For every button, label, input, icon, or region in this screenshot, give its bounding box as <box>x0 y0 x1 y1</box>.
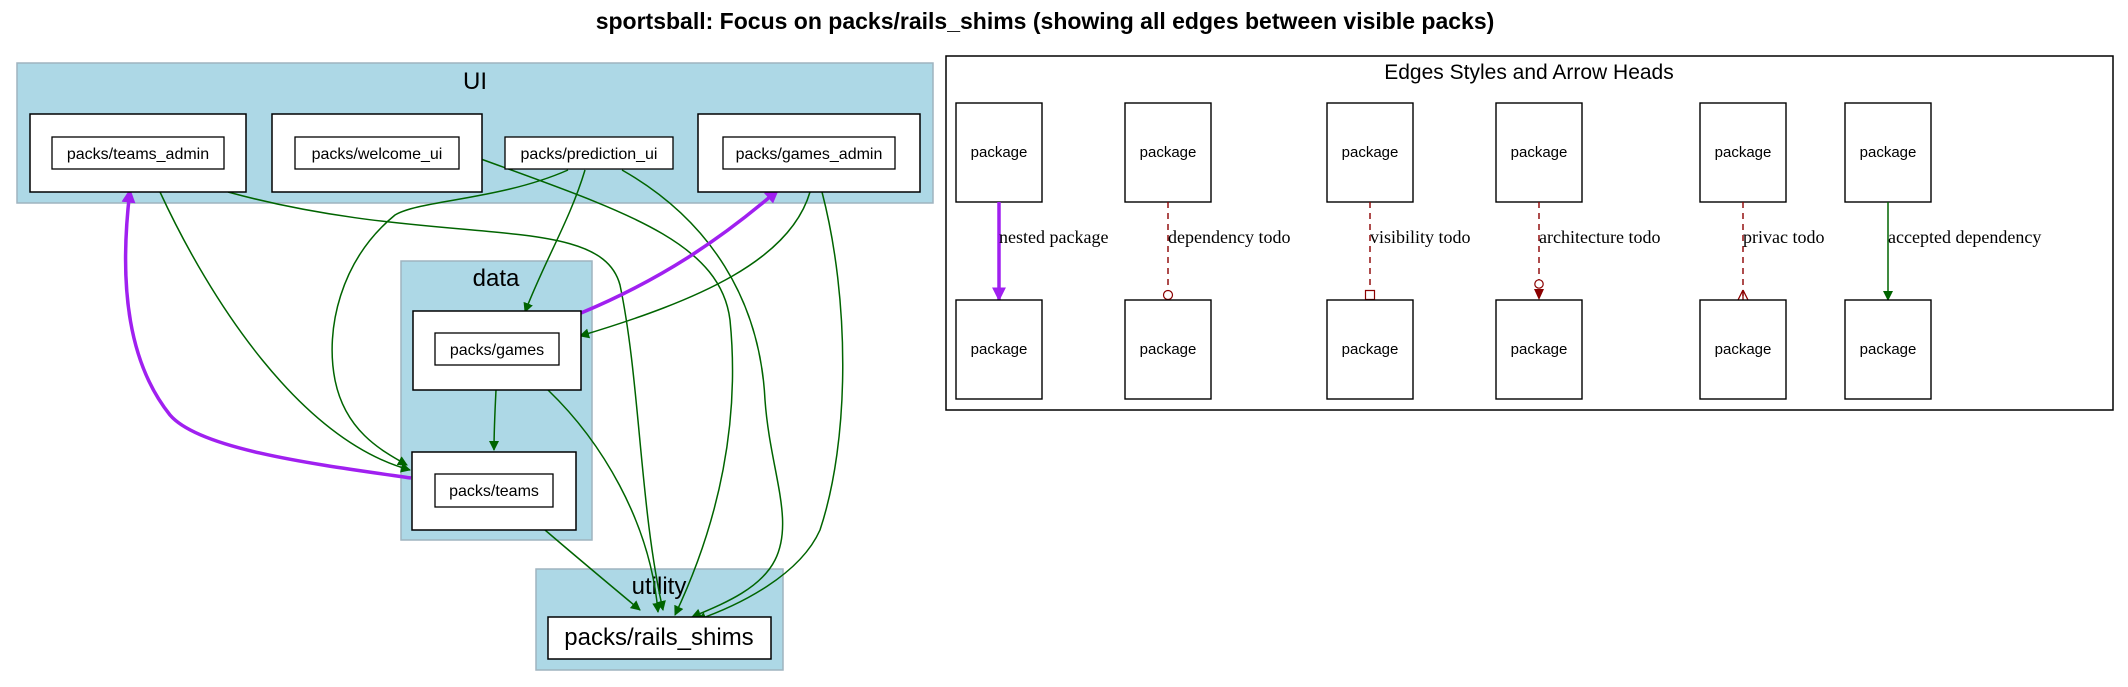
legend-edge-label: architecture todo <box>1539 227 1660 247</box>
legend-edge-label: dependency todo <box>1168 227 1290 247</box>
legend-node-label: package <box>1511 144 1568 161</box>
legend-node-label: package <box>971 341 1028 358</box>
legend-privacy-todo: package privac todo package <box>1699 102 1824 400</box>
cluster-ui-label: UI <box>463 68 487 95</box>
legend-node-label: package <box>1715 144 1772 161</box>
node-games-label: packs/games <box>450 342 544 359</box>
edge-games-admin-to-games <box>579 191 811 339</box>
legend-node-label: package <box>1860 341 1917 358</box>
legend-node-label: package <box>1140 341 1197 358</box>
legend-accepted-dependency: package accepted dependency package <box>1844 102 2041 400</box>
node-rails-shims[interactable]: packs/rails_shims <box>547 616 772 660</box>
legend-node-label: package <box>1140 144 1197 161</box>
legend-title: Edges Styles and Arrow Heads <box>1384 61 1674 84</box>
legend-dependency-todo: package dependency todo package <box>1124 102 1290 400</box>
legend-edge-label: visibility todo <box>1370 227 1471 247</box>
node-games-admin[interactable]: packs/games_admin <box>697 113 921 193</box>
edge-welcome-ui-to-rails-shims <box>469 154 734 616</box>
legend: Edges Styles and Arrow Heads package nes… <box>945 55 2114 411</box>
node-rails-shims-label: packs/rails_shims <box>564 624 753 651</box>
node-teams-label: packs/teams <box>449 483 539 500</box>
legend-edge-label: nested package <box>999 227 1108 247</box>
edge-games-to-teams <box>489 389 500 451</box>
node-teams-admin-label: packs/teams_admin <box>67 146 209 163</box>
node-games[interactable]: packs/games <box>412 310 582 391</box>
edge-teams-admin-to-teams <box>159 191 411 473</box>
diagram-title: sportsball: Focus on packs/rails_shims (… <box>596 8 1495 34</box>
legend-edge-label: privac todo <box>1743 227 1824 247</box>
legend-node-label: package <box>1860 144 1917 161</box>
legend-edge-label: accepted dependency <box>1888 227 2041 247</box>
legend-node-label: package <box>1342 144 1399 161</box>
node-welcome-ui-label: packs/welcome_ui <box>312 146 443 163</box>
legend-node-label: package <box>1342 341 1399 358</box>
edge-teams-admin-to-rails-shims <box>227 191 666 611</box>
legend-node-label: package <box>1511 341 1568 358</box>
dependency-edges <box>121 154 844 622</box>
cluster-utility-label: utility <box>632 573 687 600</box>
node-teams-admin[interactable]: packs/teams_admin <box>29 113 247 193</box>
node-teams[interactable]: packs/teams <box>411 451 577 531</box>
edge-prediction-ui-to-games <box>523 169 586 313</box>
legend-node-label: package <box>1715 341 1772 358</box>
edge-nested-games-to-games-admin <box>580 188 780 315</box>
node-games-admin-label: packs/games_admin <box>736 146 883 163</box>
edge-games-admin-to-rails-shims <box>696 191 844 622</box>
edge-nested-teams-to-teams-admin <box>121 188 412 480</box>
node-prediction-ui-label: packs/prediction_ui <box>521 146 658 163</box>
edge-prediction-ui-to-teams <box>331 169 569 466</box>
cluster-data-label: data <box>473 265 520 292</box>
node-welcome-ui[interactable]: packs/welcome_ui <box>271 113 483 193</box>
legend-node-label: package <box>971 144 1028 161</box>
legend-visibility-todo: package visibility todo package <box>1326 102 1471 400</box>
node-prediction-ui[interactable]: packs/prediction_ui <box>504 136 674 170</box>
legend-architecture-todo: package architecture todo package <box>1495 102 1660 400</box>
legend-nested-package: package nested package package <box>955 102 1108 400</box>
edge-teams-to-rails-shims <box>544 529 641 611</box>
edge-games-to-rails-shims <box>547 389 663 613</box>
